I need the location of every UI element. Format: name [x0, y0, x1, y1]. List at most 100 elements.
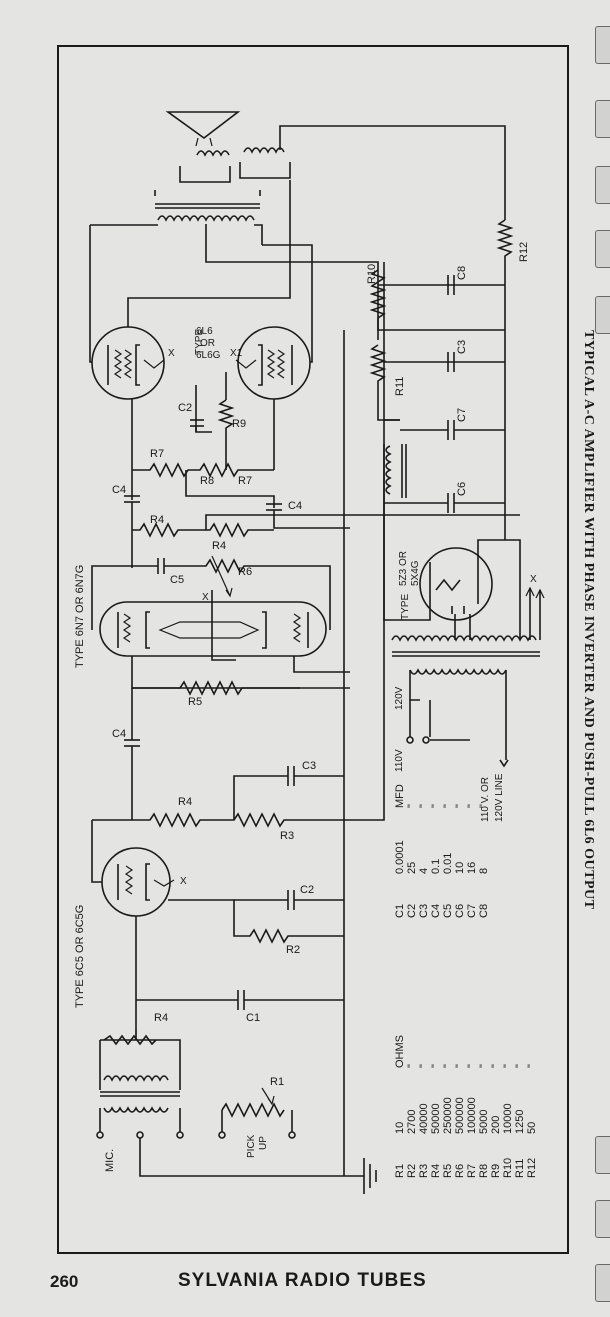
table-cell-unit: "	[430, 1064, 442, 1068]
label-r5: R5	[188, 696, 203, 708]
label-r10: R10	[366, 263, 378, 284]
label-c3a: C3	[302, 760, 317, 772]
label-c6: C6	[456, 481, 468, 496]
output-tube-or-label: OR	[200, 338, 215, 349]
table-cell-value: 4	[418, 867, 430, 874]
table-cell-unit: "	[442, 1064, 454, 1068]
filter-choke	[385, 444, 407, 498]
table-cell-name: R4	[430, 1163, 442, 1178]
label-c5: C5	[170, 574, 185, 586]
label-c7: C7	[456, 407, 468, 422]
output-tube-b-label: 6L6G	[196, 350, 221, 361]
table-cell-value: 5000	[478, 1109, 490, 1134]
pickup-label-b: UP	[258, 1136, 269, 1150]
table-cell-name: R1	[394, 1163, 406, 1178]
inverter-tube-label: TYPE 6N7 OR 6N7G	[74, 564, 86, 668]
table-cell-value: 50	[526, 1121, 538, 1134]
table-cell-unit: "	[418, 1064, 430, 1068]
rectifier-tube	[419, 547, 493, 621]
table-cell-name: R11	[514, 1158, 526, 1178]
table-cell-name: C1	[394, 903, 406, 918]
marker-x-power: X	[530, 574, 537, 585]
table-cell-value: 0.1	[430, 858, 442, 874]
table-cell-name: C7	[466, 903, 478, 918]
table-cell-name: R12	[526, 1157, 538, 1178]
page-footer: SYLVANIA RADIO TUBES	[178, 1270, 427, 1291]
table-cell-name: R7	[466, 1163, 478, 1178]
table-cell-value: 10000	[502, 1103, 514, 1134]
binder-tab	[595, 1200, 610, 1238]
table-cell-value: 8	[478, 867, 490, 874]
inverter-tube	[99, 601, 327, 657]
table-cell-name: C3	[418, 903, 430, 918]
table-cell-unit: "	[478, 804, 490, 808]
label-r7a: R7	[150, 448, 165, 460]
speaker-symbol	[165, 111, 241, 147]
label-c2b: C2	[300, 884, 315, 896]
table-cell-unit: "	[430, 804, 442, 808]
table-cell-value: 10	[394, 1121, 406, 1134]
binder-tab	[595, 1136, 610, 1174]
pickup-label-a: PICK	[246, 1134, 257, 1158]
label-r12: R12	[518, 241, 530, 262]
table-cell-value: 1250	[514, 1109, 526, 1134]
table-cell-unit: "	[406, 1064, 418, 1068]
table-cell-name: C8	[478, 903, 490, 918]
label-r11: R11	[394, 376, 406, 396]
table-cell-value: 16	[466, 861, 478, 874]
label-c3b: C3	[456, 339, 468, 354]
table-row: C8 8 "	[478, 768, 490, 918]
binder-tab	[595, 100, 610, 138]
label-r9: R9	[232, 418, 247, 430]
rect-type-label: TYPE	[400, 593, 411, 620]
tap-120-label: 120V	[394, 686, 405, 710]
table-cell-name: R3	[418, 1163, 430, 1178]
label-r6: R6	[238, 566, 253, 578]
table-cell-name: R2	[406, 1163, 418, 1178]
table-cell-unit: "	[490, 1064, 502, 1068]
output-tube-a-label: 6L6	[196, 326, 213, 337]
speaker-coil	[179, 150, 231, 183]
label-r7b: R7	[238, 475, 253, 487]
power-transformer	[391, 635, 540, 675]
schematic-frame	[57, 45, 569, 1254]
marker-x-inverter: X	[202, 592, 209, 603]
label-c8: C8	[456, 265, 468, 280]
marker-x1: X1	[230, 348, 243, 359]
table-cell-value: 250000	[442, 1097, 454, 1134]
table-cell-unit: "	[526, 1064, 538, 1068]
line-label-b: 120V LINE	[494, 773, 505, 822]
table-cell-value: 25	[406, 861, 418, 874]
output-transformer	[90, 190, 368, 263]
table-cell-name: R9	[490, 1163, 502, 1178]
label-r3: R3	[280, 830, 295, 842]
table-cell-name: R10	[502, 1157, 514, 1178]
table-cell-unit: MFD	[394, 784, 406, 808]
label-r2: R2	[286, 944, 301, 956]
page-number: 260	[50, 1272, 79, 1291]
label-c4a: C4	[112, 484, 127, 496]
label-c2a: C2	[178, 402, 193, 414]
table-cell-unit: "	[454, 804, 466, 808]
table-row: R12 50 "	[526, 1028, 538, 1178]
table-cell-unit: "	[442, 804, 454, 808]
label-c4b: C4	[288, 500, 303, 512]
binder-tab	[595, 230, 610, 268]
